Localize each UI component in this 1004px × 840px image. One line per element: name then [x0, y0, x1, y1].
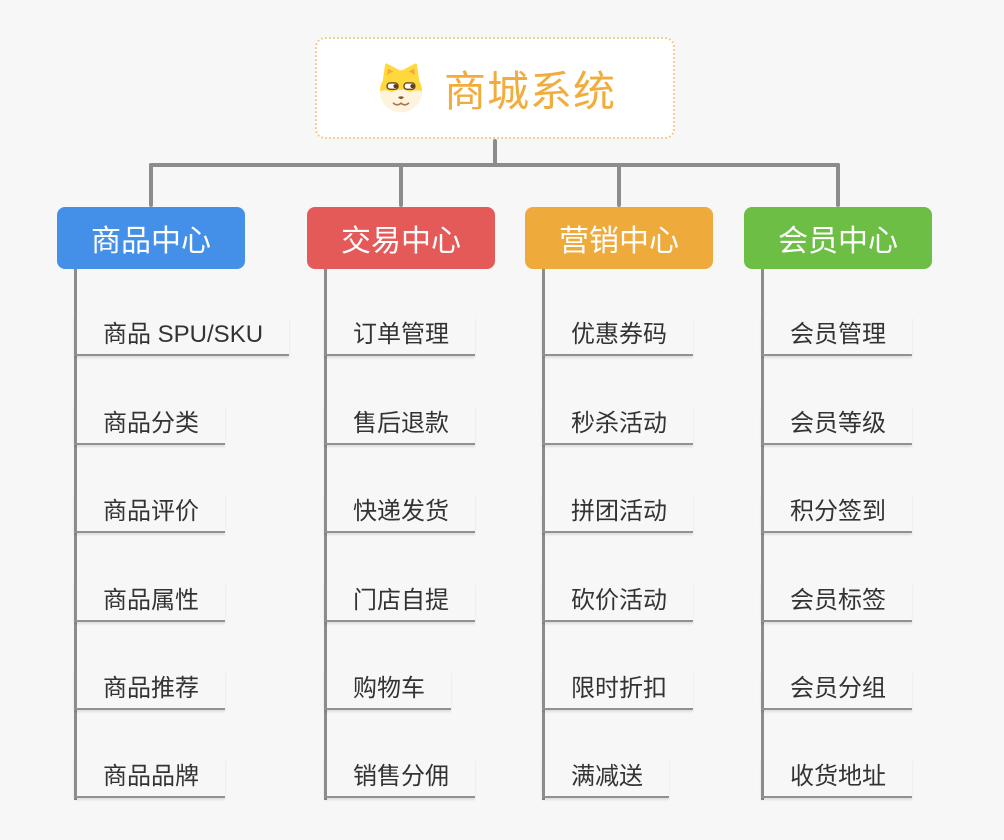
subtopic-4-6[interactable]: 收货地址	[761, 758, 912, 798]
subtopic-3-2[interactable]: 秒杀活动	[542, 405, 693, 445]
branch-topic-3[interactable]: 营销中心	[525, 207, 713, 269]
connector-branch-drop	[399, 163, 403, 207]
subtopic-1-6[interactable]: 商品品牌	[74, 758, 225, 798]
branch-topic-label: 营销中心	[559, 225, 679, 258]
subtopic-2-3[interactable]: 快递发货	[324, 493, 475, 533]
subtopic-2-4[interactable]: 门店自提	[324, 582, 475, 622]
branch-topic-label: 交易中心	[341, 225, 461, 258]
subtopic-1-5[interactable]: 商品推荐	[74, 670, 225, 710]
subtopic-2-2[interactable]: 售后退款	[324, 405, 475, 445]
connector-trunk	[149, 163, 840, 167]
subtopic-2-6[interactable]: 销售分佣	[324, 758, 475, 798]
branch-topic-4[interactable]: 会员中心	[744, 207, 932, 269]
subtopic-4-4[interactable]: 会员标签	[761, 582, 912, 622]
subtopic-3-1[interactable]: 优惠券码	[542, 316, 693, 356]
connector-branch-drop	[836, 163, 840, 207]
connector-branch-spine	[324, 269, 327, 800]
subtopic-1-2[interactable]: 商品分类	[74, 405, 225, 445]
subtopic-2-5[interactable]: 购物车	[324, 670, 451, 710]
subtopic-3-4[interactable]: 砍价活动	[542, 582, 693, 622]
branch-topic-label: 商品中心	[91, 225, 211, 258]
branch-topic-label: 会员中心	[778, 225, 898, 258]
branch-topic-1[interactable]: 商品中心	[57, 207, 245, 269]
connector-branch-drop	[617, 163, 621, 207]
root-topic-label: 商城系统	[443, 67, 616, 115]
subtopic-3-3[interactable]: 拼团活动	[542, 493, 693, 533]
subtopic-4-1[interactable]: 会员管理	[761, 316, 912, 356]
subtopic-4-2[interactable]: 会员等级	[761, 405, 912, 445]
subtopic-1-3[interactable]: 商品评价	[74, 493, 225, 533]
connector-branch-spine	[542, 269, 545, 800]
root-topic[interactable]: 商城系统	[315, 37, 675, 139]
connector-branch-spine	[761, 269, 764, 800]
connector-root-stub	[493, 139, 497, 167]
branch-topic-2[interactable]: 交易中心	[307, 207, 495, 269]
dog-face-icon	[374, 61, 428, 115]
subtopic-3-5[interactable]: 限时折扣	[542, 670, 693, 710]
subtopic-4-5[interactable]: 会员分组	[761, 670, 912, 710]
connector-branch-drop	[149, 163, 153, 207]
subtopic-2-1[interactable]: 订单管理	[324, 316, 475, 356]
subtopic-4-3[interactable]: 积分签到	[761, 493, 912, 533]
subtopic-1-4[interactable]: 商品属性	[74, 582, 225, 622]
connector-branch-spine	[74, 269, 77, 800]
subtopic-1-1[interactable]: 商品 SPU/SKU	[74, 316, 290, 356]
subtopic-3-6[interactable]: 满减送	[542, 758, 669, 798]
